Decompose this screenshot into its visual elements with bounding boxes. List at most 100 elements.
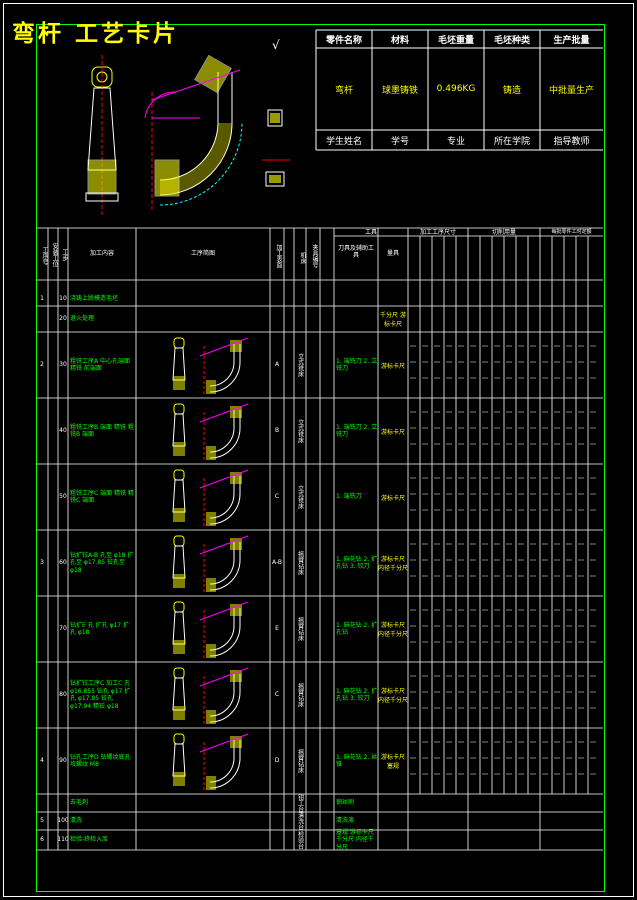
row-face: C xyxy=(274,691,280,699)
row-content: 钻扩E 孔 扩孔 φ17 扩孔 φ18 xyxy=(70,621,130,637)
info-value-material: 球墨铸铁 xyxy=(381,85,418,96)
info-table-grid xyxy=(315,29,603,151)
row-sub-no: 70 xyxy=(59,625,67,633)
row-gauge: 游标卡尺 xyxy=(380,428,405,436)
info-header-blank-weight: 毛坯重量 xyxy=(437,35,474,46)
info-header-material: 材料 xyxy=(390,35,409,46)
sketch-thumbnail xyxy=(172,403,249,460)
card-title: 弯杆 工艺卡片 xyxy=(12,20,180,47)
row-face: C xyxy=(274,493,280,501)
row-tool: 1. 麻花钻 2. 扩孔钻 3. 铰刀 xyxy=(336,687,378,703)
row-gauge: 游标卡尺 内径千分尺 xyxy=(378,688,409,704)
row-sub-no: 60 xyxy=(59,559,67,567)
row-machine: 清洗台 xyxy=(296,812,304,830)
row-face: B xyxy=(274,427,280,435)
sketch-thumbnail xyxy=(172,733,249,790)
row-content: 去毛刺 xyxy=(70,799,89,807)
col-header-dims-group: 加工工序尺寸 xyxy=(419,229,456,236)
student-name-label: 学生姓名 xyxy=(325,136,362,147)
row-face: A-B xyxy=(271,559,283,567)
col-header-step: 工步 xyxy=(61,249,68,261)
col-header-process-no: 工序号 xyxy=(41,247,48,265)
info-header-part-name: 零件名称 xyxy=(325,35,362,46)
row-sub-no: 80 xyxy=(59,691,67,699)
col-header-gauge: 量具 xyxy=(386,250,399,257)
row-machine: 摇臂钻床 xyxy=(296,683,304,707)
row-content: 钻孔工序D 钻螺纹底孔 攻螺纹 M8 xyxy=(70,753,131,769)
col-header-time-group: 每批零件工时定额 xyxy=(551,229,592,235)
row-gauge: 游标卡尺 内径千分尺 xyxy=(378,622,409,638)
sketch-thumbnail xyxy=(172,601,249,658)
col-header-install: 安装工位 xyxy=(51,243,58,267)
col-header-tool: 刀具及辅助工具 xyxy=(337,245,374,260)
row-content: 粗铣工序C 端面 精铣 精铣C 端面 xyxy=(70,489,134,505)
row-gauge: 游标卡尺 xyxy=(380,362,405,370)
row-face: A xyxy=(274,361,280,369)
row-sub-no: 50 xyxy=(59,493,67,501)
col-header-fixture-code: 夹具编号 xyxy=(311,244,318,268)
row-tool: 塞规 游标卡尺 千分尺 内径千分尺 xyxy=(336,828,374,851)
col-header-face: 加工表面 xyxy=(275,244,282,268)
row-content: 退火处理 xyxy=(70,315,95,323)
row-process-no: 2 xyxy=(40,361,44,369)
row-tool: 1. 麻花钻 2. 扩孔钻 xyxy=(336,621,378,637)
row-content: 浇铸上脱模造毛坯 xyxy=(70,295,119,303)
info-header-batch: 生产批量 xyxy=(553,35,590,46)
row-face: D xyxy=(274,757,280,765)
col-header-content: 加工内容 xyxy=(89,250,114,257)
col-header-sketch: 工序简图 xyxy=(190,250,215,257)
info-value-blank-weight: 0.496KG xyxy=(436,84,476,94)
row-content: 检验-终检入库 xyxy=(70,836,109,844)
row-process-no: 3 xyxy=(40,559,44,567)
row-tool: 清洗液 xyxy=(336,817,355,825)
section-views xyxy=(262,109,290,187)
row-sub-no: 40 xyxy=(59,427,67,435)
row-process-no: 5 xyxy=(40,817,44,825)
process-table-grid xyxy=(36,227,603,851)
sketch-thumbnail xyxy=(172,667,249,724)
row-machine: 检验台 xyxy=(296,831,304,849)
row-content: 钻扩铰工序C 加工C 孔 φ16.855 钻孔 φ17 扩孔 φ17.85 铰孔… xyxy=(70,680,131,710)
roughness-symbol: √ xyxy=(272,38,280,52)
row-process-no: 4 xyxy=(40,757,44,765)
row-sub-no: 10 xyxy=(59,295,67,303)
row-machine: 立式铣床 xyxy=(296,485,304,509)
row-machine: 摇臂钻床 xyxy=(296,617,304,641)
info-header-blank-type: 毛坯种类 xyxy=(493,35,530,46)
row-content: 粗铣工序A 中心孔端面 精铣 前端面 xyxy=(70,357,131,373)
row-content: 清洗 xyxy=(70,817,83,825)
info-value-part-name: 弯杆 xyxy=(334,85,353,96)
row-tool: 1. 麻花钻 2. 扩孔钻 3. 铰刀 xyxy=(336,555,378,571)
row-gauge: 游标卡尺 xyxy=(380,494,405,502)
numeric-column-marks xyxy=(410,345,600,775)
row-gauge: 千分尺 游标卡尺 xyxy=(380,312,406,328)
row-sub-no: 20 xyxy=(59,315,67,323)
row-sub-no: 30 xyxy=(59,361,67,369)
advisor-label: 指导教师 xyxy=(553,136,590,147)
row-process-no: 1 xyxy=(40,295,44,303)
info-value-blank-type: 铸造 xyxy=(502,85,521,96)
sketch-thumbnail xyxy=(172,535,249,592)
row-machine: 摇臂钻床 xyxy=(296,551,304,575)
inner-border xyxy=(36,24,605,892)
sketch-thumbnail xyxy=(172,337,249,394)
row-gauge: 游标卡尺 内径千分尺 xyxy=(378,556,409,572)
col-header-tool-group: 工具 xyxy=(364,229,377,236)
row-tool: 1. 端铣刀 2. 立铣刀 xyxy=(336,357,378,373)
row-machine: 立式铣床 xyxy=(296,419,304,443)
info-value-batch: 中批量生产 xyxy=(548,85,594,96)
row-tool: 1. 端铣刀 2. 立铣刀 xyxy=(336,423,378,439)
arm-view xyxy=(85,55,119,215)
row-tool: 钢丝刷 xyxy=(336,799,355,807)
row-content: 粗铣工序B 端面 精铣 粗铣B 端面 xyxy=(70,423,134,439)
row-machine: 摇臂钻床 xyxy=(296,749,304,773)
college-label: 所在学院 xyxy=(493,136,530,147)
col-header-machine: 机床 xyxy=(299,252,306,264)
row-process-no: 6 xyxy=(40,836,44,844)
row-tool: 1. 麻花钻 2. 丝锥 xyxy=(336,753,378,769)
row-sub-no: 90 xyxy=(59,757,67,765)
row-sub-no: 110 xyxy=(57,836,69,844)
row-content: 钻扩铰A-B 孔至 φ18 扩孔至 φ17.85 铰孔至 φ18 xyxy=(70,551,134,574)
